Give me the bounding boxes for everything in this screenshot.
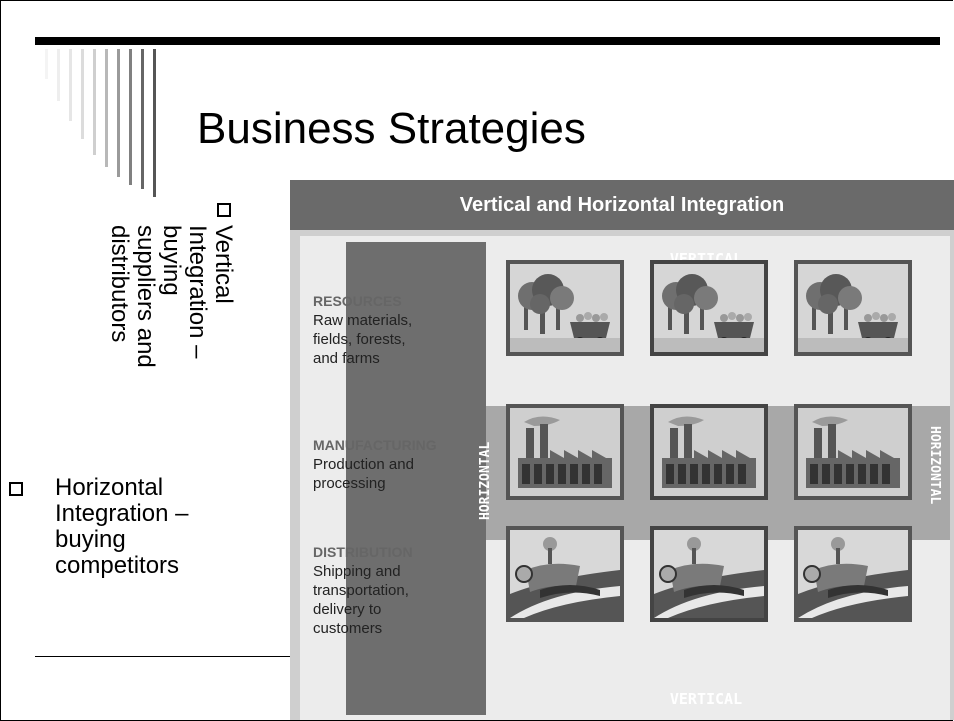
category-resources: RESOURCES Raw materials, fields, forests… xyxy=(313,293,413,367)
footer-rule xyxy=(35,656,297,657)
tile-0-2 xyxy=(794,260,912,356)
tile-1-1 xyxy=(650,404,768,500)
tile-2-1 xyxy=(650,526,768,622)
horizontal-label-left: HORIZONTAL xyxy=(478,441,493,520)
tile-1-2 xyxy=(794,404,912,500)
vertical-label-bottom: VERTICAL xyxy=(669,690,743,708)
tile-0-0 xyxy=(506,260,624,356)
square-bullet-icon xyxy=(217,203,231,217)
figure-title: Vertical and Horizontal Integration xyxy=(290,180,954,230)
slide-title: Business Strategies xyxy=(197,104,586,153)
category-distribution: DISTRIBUTION Shipping and transportation… xyxy=(313,544,413,637)
bullet-horizontal-integration: Horizontal Integration – buying competit… xyxy=(9,475,188,579)
square-bullet-icon xyxy=(9,482,23,496)
tile-2-2 xyxy=(794,526,912,622)
tile-0-1 xyxy=(650,260,768,356)
category-manufacturing: MANUFACTURING Production and processing xyxy=(313,437,437,492)
horizontal-label-right: HORIZONTAL xyxy=(927,426,942,505)
tile-1-0 xyxy=(506,404,624,500)
tile-2-0 xyxy=(506,526,624,622)
title-rule xyxy=(35,37,940,45)
vertical-band xyxy=(346,242,486,715)
bullet-vertical-integration: Vertical Integration – buying suppliers … xyxy=(106,203,237,368)
